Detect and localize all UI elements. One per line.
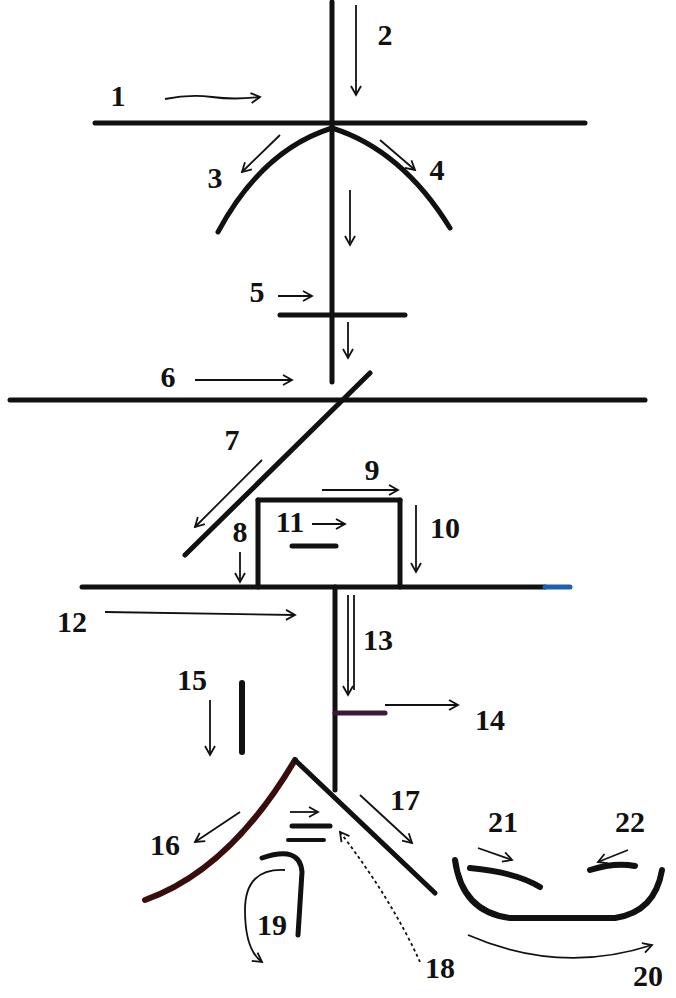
direction-arrow xyxy=(349,190,351,245)
direction-arrow xyxy=(195,460,262,527)
callout-number: 14 xyxy=(475,705,505,735)
stroke xyxy=(590,865,635,870)
callout-number: 13 xyxy=(363,625,393,655)
direction-arrow xyxy=(239,552,241,582)
callout-number: 17 xyxy=(390,785,420,815)
stroke xyxy=(470,868,540,887)
stroke xyxy=(185,373,370,555)
callout-number: 16 xyxy=(150,830,180,860)
direction-arrow xyxy=(340,832,420,962)
direction-arrow xyxy=(195,812,240,842)
stroke xyxy=(258,498,400,503)
direction-arrow xyxy=(278,295,312,297)
direction-arrow xyxy=(478,848,512,860)
stroke xyxy=(239,683,245,752)
direction-arrow xyxy=(322,489,398,491)
callout-number: 7 xyxy=(225,425,240,455)
direction-arrow xyxy=(415,505,417,572)
callout-number: 3 xyxy=(208,163,223,193)
callout-number: 15 xyxy=(177,665,207,695)
callout-number: 6 xyxy=(161,362,176,392)
stroke xyxy=(335,711,385,716)
direction-arrow xyxy=(355,5,357,95)
stroke xyxy=(145,760,295,900)
direction-arrow xyxy=(385,704,458,706)
callout-number: 20 xyxy=(633,961,663,991)
callout-number: 21 xyxy=(488,807,518,837)
stroke xyxy=(256,500,261,587)
direction-arrow xyxy=(290,811,318,813)
callout-number: 22 xyxy=(615,807,645,837)
stroke xyxy=(398,500,403,587)
direction-arrow xyxy=(242,135,280,172)
callout-number: 11 xyxy=(276,507,304,537)
callout-number: 9 xyxy=(365,455,380,485)
stroke xyxy=(545,585,570,590)
callout-number: 18 xyxy=(425,953,455,983)
stroke xyxy=(330,2,335,382)
direction-arrows xyxy=(105,5,652,962)
direction-arrow xyxy=(195,379,292,381)
direction-arrow xyxy=(353,595,355,690)
stroke xyxy=(95,121,585,126)
stroke xyxy=(292,824,330,829)
callout-number: 1 xyxy=(111,81,126,111)
stroke xyxy=(333,587,338,790)
direction-arrow xyxy=(347,595,349,695)
strokes xyxy=(10,2,662,935)
stroke xyxy=(82,585,545,590)
direction-arrow xyxy=(105,612,295,615)
direction-arrow xyxy=(209,700,211,755)
stroke xyxy=(292,544,336,549)
stroke xyxy=(288,838,324,842)
stroke xyxy=(280,313,405,318)
callout-number: 4 xyxy=(430,155,445,185)
direction-arrow xyxy=(165,96,260,99)
callout-number: 2 xyxy=(378,20,393,50)
stroke xyxy=(455,860,662,918)
direction-arrow xyxy=(347,322,349,358)
direction-arrow xyxy=(380,140,415,170)
callout-number: 8 xyxy=(233,517,248,547)
callout-number: 12 xyxy=(57,607,87,637)
callout-number: 19 xyxy=(257,910,287,940)
direction-arrow xyxy=(312,523,345,525)
stroke xyxy=(10,398,645,403)
direction-arrow xyxy=(598,850,628,862)
direction-arrow xyxy=(468,935,652,958)
callout-number: 10 xyxy=(430,513,460,543)
stroke xyxy=(218,128,332,232)
callout-number: 5 xyxy=(250,277,265,307)
